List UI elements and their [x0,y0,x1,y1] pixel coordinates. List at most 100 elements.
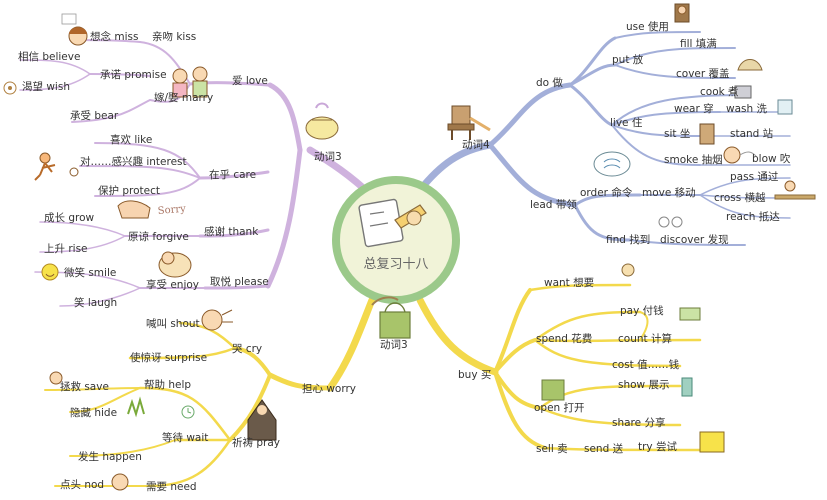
purple-branch-title: 动词3 [314,151,342,163]
magnifier-icon [658,216,683,228]
word-protect: 保护 protect [98,184,160,197]
runner-icon [34,152,79,181]
blue-branch-lines [416,31,791,246]
ice-cream-icon [621,263,635,277]
shout-face-icon [201,309,233,331]
word-cry: 哭 cry [232,343,262,355]
word-cook: cook 煮 [700,86,739,98]
word-surprise: 使惊讶 surprise [130,351,207,364]
word-pay: pay 付钱 [620,304,664,317]
clock-icon [181,405,195,419]
hand-icon [117,200,151,219]
blue-branch-title: 动词4 [462,139,490,151]
word-laugh: 笑 laugh [74,296,117,309]
word-happen: 发生 happen [78,450,142,463]
word-cover: cover 覆盖 [676,67,730,80]
crossing-icon [774,180,816,200]
person-help-icon [49,371,63,385]
word-shout: 喊叫 shout [146,318,200,330]
cup-icon [305,102,339,140]
smile-icon [41,263,59,281]
word-want: want 想要 [544,276,594,289]
shopping-bag-icon [371,296,411,339]
center-node [332,176,460,304]
word-try: try 尝试 [638,440,677,453]
pot-icon [734,85,752,99]
word-love: 爱 love [232,74,268,87]
yellow-right-branch-lines [416,283,702,452]
money-icon [679,307,701,321]
word-send: send 送 [584,442,624,455]
center-title: 总复习十八 [363,257,428,272]
word-care: 在乎 care [209,169,256,181]
sorry-sign: Sorry [157,204,186,217]
word-please: 取悦 please [210,275,269,288]
word-fill: fill 填满 [680,37,717,50]
word-count: count 计算 [618,332,672,345]
word-worry: 担心 worry [302,383,356,395]
word-forgive: 原谅 forgive [128,230,189,243]
bottle-icon [681,377,693,397]
word-nod: 点头 nod [60,479,104,491]
word-sell: sell 卖 [536,443,568,455]
gift-bag-icon [541,379,565,401]
washer-icon [777,99,793,115]
word-smoke: smoke 抽烟 [664,153,723,166]
word-sit: sit 坐 [664,128,690,140]
word-rise: 上升 rise [44,243,88,255]
couple-icon [172,66,208,98]
word-spend: spend 花费 [536,332,592,345]
sun-icon [3,81,17,95]
word-pass: pass 通过 [730,170,779,183]
word-order: order 命令 [580,186,633,199]
word-like: 喜欢 like [110,133,152,146]
word-need: 需要 need [146,481,197,493]
word-pray: 祈祷 pray [232,436,280,449]
word-reach: reach 抵达 [726,210,780,223]
word-show: show 展示 [618,379,669,391]
word-find: find 找到 [606,233,650,246]
pray-person-icon [247,399,277,441]
nod-face-icon [111,473,129,491]
word-move: move 移动 [642,186,696,199]
word-discover: discover 发现 [660,233,729,246]
word-wash: wash 洗 [726,103,767,115]
word-open: open 打开 [534,401,585,414]
word-smile: 微笑 smile [64,266,116,279]
chair-icon [447,105,491,140]
yellow-left-branch-lines [44,296,376,488]
package-icon [699,431,725,453]
word-enjoy: 享受 enjoy [146,278,199,291]
standing-person-icon [699,123,715,145]
word-blow: blow 吹 [752,152,791,165]
word-save: 拯救 save [60,380,109,393]
speech-icon [593,151,631,177]
jar-icon [674,3,690,23]
word-thank: 感谢 thank [204,225,259,238]
word-share: share 分享 [612,416,665,429]
word-stand: stand 站 [730,127,774,140]
word-promise: 承诺 promise [100,69,167,81]
word-wait: 等待 wait [162,431,208,444]
yellow-right-branch-title: buy 买 [458,369,491,381]
word-cross: cross 横越 [714,191,766,204]
word-kiss: 亲吻 kiss [152,30,196,43]
word-miss: 想念 miss [90,30,138,43]
word-put: put 放 [612,53,644,66]
word-use: use 使用 [626,20,669,33]
blow-icon [723,146,757,164]
word-wear: wear 穿 [674,102,714,115]
word-wish: 渴望 wish [22,80,70,93]
word-live: live 住 [610,116,643,129]
word-believe: 相信 believe [18,50,80,63]
word-hide: 隐藏 hide [70,407,117,419]
hat-icon [737,59,763,71]
enjoy-person-icon [158,251,192,278]
word-do: do 做 [536,76,563,89]
word-bear: 承受 bear [70,110,119,122]
word-grow: 成长 grow [44,212,95,224]
grass-icon [127,396,145,418]
word-cost: cost 值……钱 [612,358,680,371]
